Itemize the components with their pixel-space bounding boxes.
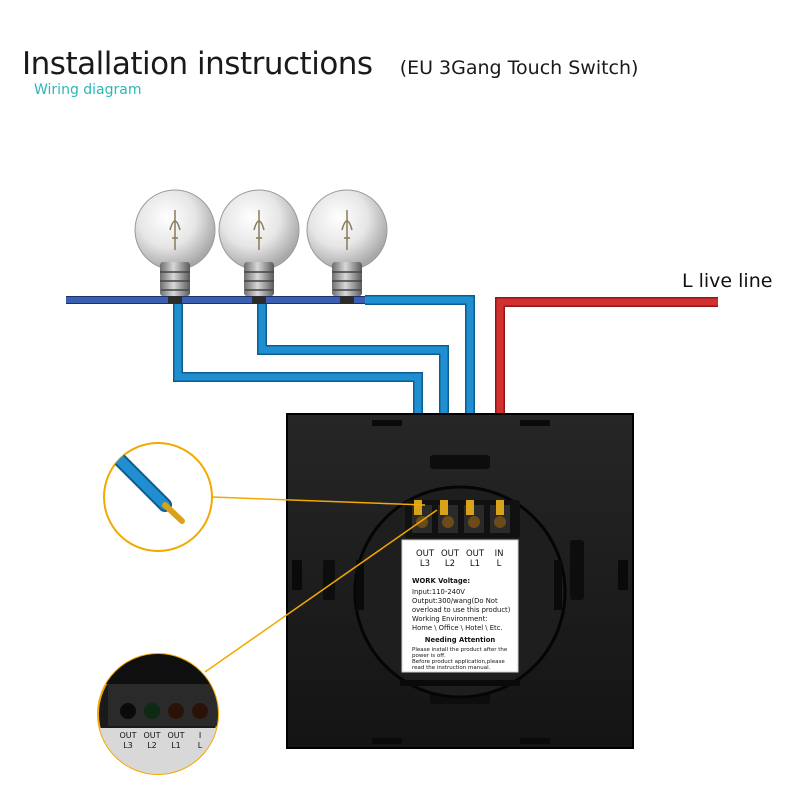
bulb-2 <box>218 189 300 304</box>
wire-detail-callout <box>103 442 213 552</box>
attention-heading: Needing Attention <box>425 636 496 644</box>
terminal-in-bottom: L <box>497 559 502 569</box>
spec-line-5: Home \ Office \ Hotel \ Etc. <box>412 624 503 632</box>
zoom-terminal-l1-top: OUT <box>167 731 184 740</box>
attention-line-2: power is off. <box>412 653 446 659</box>
zoom-terminal-l1-bottom: L1 <box>171 741 181 750</box>
spec-line-2: Output:300/wang(Do Not <box>412 597 498 605</box>
page-header: Installation instructions (EU 3Gang Touc… <box>22 46 638 82</box>
terminal-l2-top: OUT <box>441 549 460 559</box>
spec-line-3: overload to use this product) <box>412 606 511 614</box>
bulb-1 <box>134 189 216 304</box>
zoom-terminal-in-bottom: L <box>198 741 203 750</box>
terminal-l1-top: OUT <box>466 549 485 559</box>
terminal-l2-bottom: L2 <box>445 559 455 569</box>
callout-lines <box>204 496 438 673</box>
zoom-terminal-in-top: I <box>199 731 201 740</box>
attention-line-3: Before product application,please <box>412 659 505 665</box>
live-line-label: L live line <box>682 270 773 292</box>
spec-heading: WORK Voltage: <box>412 577 470 585</box>
attention-line-1: Please install the product after the <box>412 647 508 653</box>
spec-line-1: Input:110-240V <box>412 588 465 596</box>
product-subtitle: (EU 3Gang Touch Switch) <box>399 57 639 79</box>
terminal-labels: OUT L3 OUT L2 OUT L1 IN L <box>401 539 519 673</box>
zoom-terminal-l3-top: OUT <box>119 731 136 740</box>
terminal-l3-bottom: L3 <box>420 559 430 569</box>
zoom-terminal-l2-top: OUT <box>143 731 160 740</box>
terminal-in-top: IN <box>495 549 504 559</box>
section-label: Wiring diagram <box>34 82 142 98</box>
terminal-zoom-callout: OUT L3 OUT L2 OUT L1 I L <box>97 653 219 775</box>
bulb-3 <box>306 189 388 304</box>
page-title: Installation instructions <box>22 46 373 82</box>
spec-line-4: Working Environment: <box>412 615 488 623</box>
zoom-terminal-l2-bottom: L2 <box>147 741 157 750</box>
spec-label: WORK Voltage: Input:110-240V Output:300/… <box>412 577 511 671</box>
attention-line-4: read the instruction manual. <box>412 665 491 671</box>
zoom-terminal-l3-bottom: L3 <box>123 741 133 750</box>
terminal-l1-bottom: L1 <box>470 559 480 569</box>
terminal-l3-top: OUT <box>416 549 435 559</box>
